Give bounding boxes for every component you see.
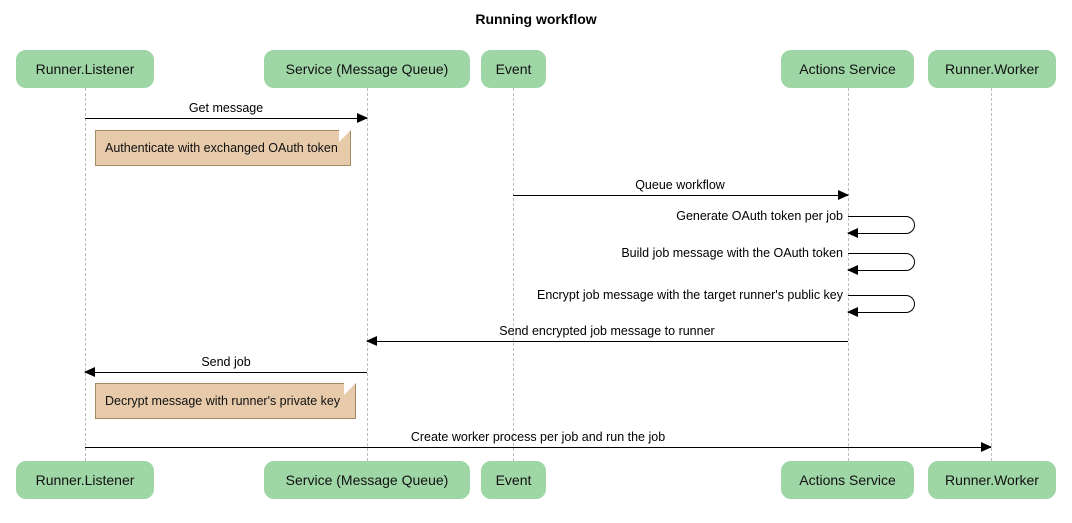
actor-actions-service-bottom[interactable]: Actions Service (781, 461, 914, 499)
actor-runner-worker-bottom[interactable]: Runner.Worker (928, 461, 1056, 499)
message-line (85, 372, 367, 373)
actor-runner-worker-top[interactable]: Runner.Worker (928, 50, 1056, 88)
actor-service-queue-top[interactable]: Service (Message Queue) (264, 50, 470, 88)
message-line (85, 118, 367, 119)
message-line (367, 341, 848, 342)
selfloop-top-line (848, 216, 904, 217)
actor-event-bottom[interactable]: Event (481, 461, 546, 499)
message-label-send-job: Send job (201, 355, 251, 369)
actor-actions-service-top[interactable]: Actions Service (781, 50, 914, 88)
message-line (85, 447, 991, 448)
note-text: Authenticate with exchanged OAuth token (105, 141, 338, 155)
selfloop-top-line (848, 295, 904, 296)
selfloop-top-line (848, 253, 904, 254)
selfloop-bottom-line (848, 233, 904, 234)
message-label-get-message: Get message (188, 101, 264, 115)
message-label-queue-workflow: Queue workflow (635, 178, 725, 192)
lifeline-runner-worker (991, 88, 992, 461)
actor-event-top[interactable]: Event (481, 50, 546, 88)
note-fold-corner-icon (344, 383, 356, 395)
selfloop-curve (903, 253, 915, 271)
actor-service-queue-bottom[interactable]: Service (Message Queue) (264, 461, 470, 499)
message-label-build-job-message: Build job message with the OAuth token (621, 246, 843, 260)
actor-runner-listener-bottom[interactable]: Runner.Listener (16, 461, 154, 499)
selfloop-curve (903, 216, 915, 234)
lifeline-event (513, 88, 514, 461)
arrowhead-left-icon (847, 307, 858, 317)
arrowhead-left-icon (847, 228, 858, 238)
message-label-generate-oauth-token: Generate OAuth token per job (676, 209, 843, 223)
note-decrypt-private-key: Decrypt message with runner's private ke… (95, 383, 356, 419)
message-selfloop-build-job-message (847, 253, 915, 275)
arrowhead-left-icon (366, 336, 377, 346)
arrowhead-right-icon (981, 442, 992, 452)
arrowhead-left-icon (84, 367, 95, 377)
note-text: Decrypt message with runner's private ke… (105, 394, 341, 408)
diagram-title: Running workflow (475, 11, 597, 27)
message-label-create-worker-process: Create worker process per job and run th… (410, 430, 666, 444)
message-label-encrypt-job-message: Encrypt job message with the target runn… (536, 288, 843, 302)
lifeline-runner-listener (85, 88, 86, 461)
arrowhead-right-icon (357, 113, 368, 123)
arrowhead-right-icon (838, 190, 849, 200)
selfloop-bottom-line (848, 312, 904, 313)
selfloop-curve (903, 295, 915, 313)
message-selfloop-generate-oauth-token (847, 216, 915, 238)
message-line (513, 195, 848, 196)
arrowhead-left-icon (847, 265, 858, 275)
note-fold-corner-icon (339, 130, 351, 142)
lifeline-service-queue (367, 88, 368, 461)
note-authenticate-oauth: Authenticate with exchanged OAuth token (95, 130, 351, 166)
actor-runner-listener-top[interactable]: Runner.Listener (16, 50, 154, 88)
message-label-send-encrypted-job-message: Send encrypted job message to runner (499, 324, 715, 338)
selfloop-bottom-line (848, 270, 904, 271)
message-selfloop-encrypt-job-message (847, 295, 915, 317)
